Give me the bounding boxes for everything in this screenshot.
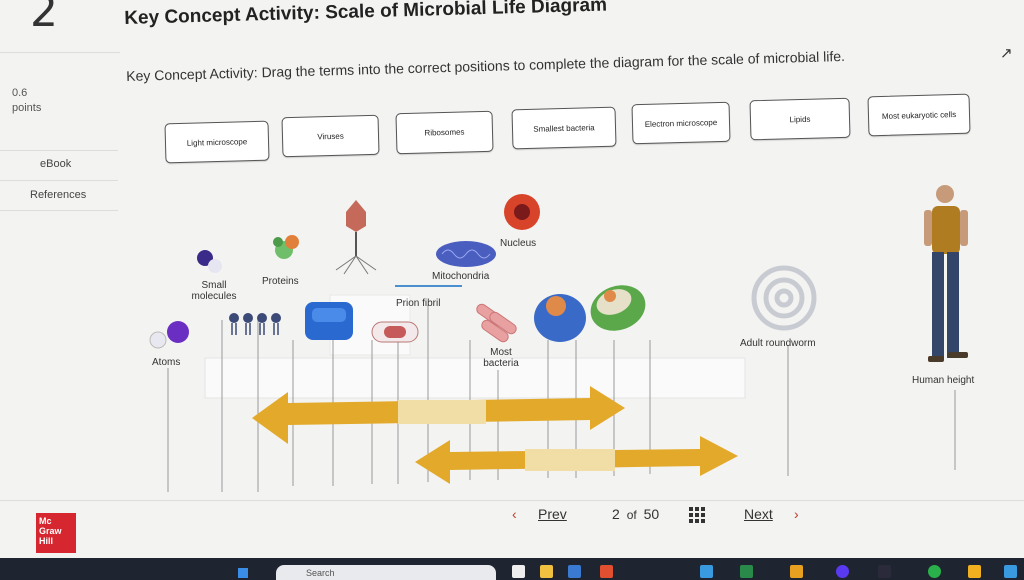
label-proteins: Proteins (262, 276, 299, 287)
app-icon[interactable] (600, 565, 613, 578)
chrome-icon[interactable] (928, 565, 941, 578)
label-most-bacteria: Most bacteria (483, 347, 519, 369)
windows-start-icon[interactable] (238, 568, 248, 578)
taskbar-search-label: Search (306, 568, 335, 578)
app-icon[interactable] (878, 565, 891, 578)
atom-icon (167, 321, 189, 343)
mouse-cursor-icon: ↗ (1000, 45, 1013, 62)
label-nucleus: Nucleus (500, 238, 537, 249)
points-info: 0.6 points (12, 86, 41, 116)
divider (0, 180, 118, 181)
mcgraw-hill-logo: Mc Graw Hill (36, 513, 76, 553)
app-icon[interactable] (1004, 565, 1017, 578)
grid-icon[interactable] (688, 506, 706, 524)
chevron-left-icon[interactable]: ‹ (512, 506, 517, 522)
label-mitochondria: Mitochondria (432, 271, 490, 282)
divider (0, 500, 1024, 501)
taskbar-search[interactable]: Search (276, 565, 496, 580)
prev-button[interactable]: Prev (538, 506, 567, 522)
label-small-molecules: Small molecules (191, 280, 237, 302)
question-number: 2 (30, 0, 58, 37)
human-figure-icon (924, 185, 968, 362)
label-adult-roundworm: Adult roundworm (740, 338, 816, 349)
page-current: 2 (612, 506, 620, 522)
app-icon[interactable] (740, 565, 753, 578)
next-button[interactable]: Next (744, 506, 773, 522)
app-icon[interactable] (568, 565, 581, 578)
divider (0, 150, 118, 151)
references-link[interactable]: References (30, 189, 87, 201)
app-icon[interactable] (968, 565, 981, 578)
points-label: points (12, 102, 42, 114)
drop-zone[interactable] (204, 357, 746, 399)
scale-diagram (149, 185, 968, 492)
atom-icon (149, 331, 167, 349)
ebook-link[interactable]: eBook (40, 158, 72, 170)
chevron-right-icon[interactable]: › (794, 506, 799, 522)
divider (0, 52, 120, 53)
page-total: 50 (643, 506, 660, 522)
mail-icon[interactable] (790, 565, 803, 578)
label-human-height: Human height (912, 375, 975, 386)
page-indicator: 2 of 50 (612, 506, 659, 522)
app-icon[interactable] (700, 565, 713, 578)
file-explorer-icon[interactable] (540, 565, 553, 578)
label-atoms: Atoms (152, 357, 181, 368)
page-of: of (626, 508, 637, 522)
app-icon[interactable] (836, 565, 849, 578)
points-value: 0.6 (12, 87, 28, 99)
task-view-icon[interactable] (512, 565, 525, 578)
label-prion-fibril: Prion fibril (396, 298, 441, 309)
divider (0, 210, 118, 211)
